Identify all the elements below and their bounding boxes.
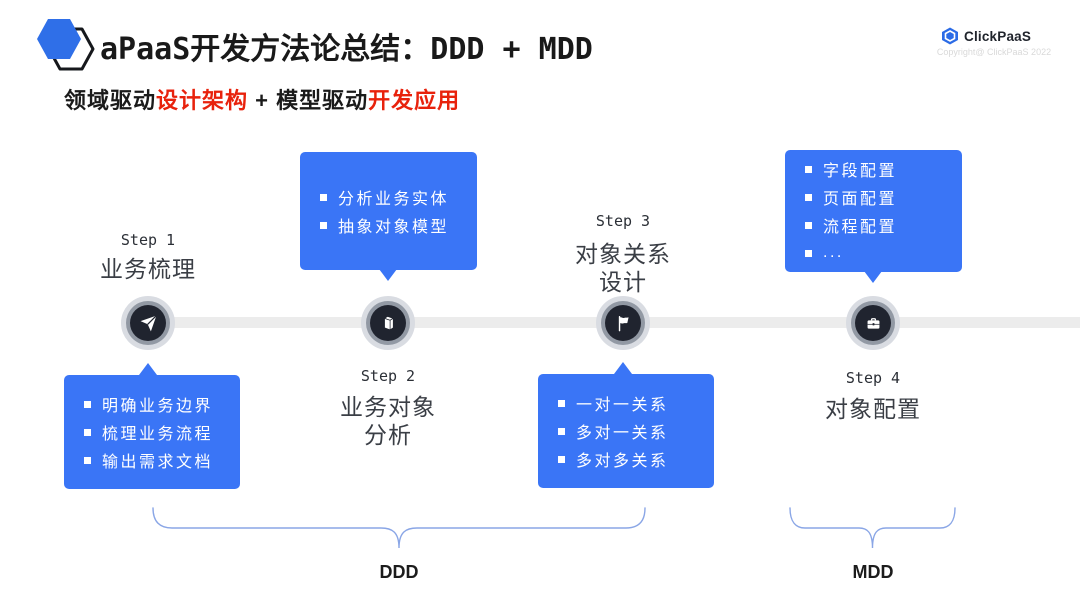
step2-bubble-pointer: [379, 269, 397, 281]
square-bullet-icon: [320, 193, 327, 201]
hexagon-title-icon: [37, 19, 95, 71]
square-bullet-icon: [558, 399, 565, 407]
list-item-text: 流程配置: [823, 219, 898, 236]
list-item-text: 一对一关系: [576, 397, 669, 414]
step3-bubble-pointer: [614, 362, 632, 374]
list-item-text: 多对一关系: [576, 425, 669, 442]
briefcase-icon: [864, 314, 883, 333]
list-item: ...: [805, 239, 962, 267]
square-bullet-icon: [805, 165, 812, 173]
step3-bubble: 一对一关系 多对一关系 多对多关系: [538, 374, 714, 488]
step4-bubble-pointer: [864, 271, 882, 283]
book-icon: [379, 314, 398, 333]
step1-label: Step 1: [120, 231, 176, 249]
square-bullet-icon: [84, 428, 91, 436]
list-item: 多对多关系: [558, 445, 714, 473]
list-item-text: 多对多关系: [576, 453, 669, 470]
copyright-text: Copyright@ ClickPaaS 2022: [936, 47, 1052, 57]
list-item: 输出需求文档: [84, 446, 240, 474]
square-bullet-icon: [805, 221, 812, 229]
subtitle-highlight: 开发应用: [368, 88, 461, 113]
list-item-text: 页面配置: [823, 191, 898, 208]
square-bullet-icon: [84, 456, 91, 464]
subtitle-part: 领域驱动: [64, 88, 157, 113]
page-title: aPaaS开发方法论总结：DDD + MDD: [100, 32, 593, 67]
square-bullet-icon: [558, 427, 565, 435]
list-item-text: 分析业务实体: [338, 191, 450, 208]
mdd-brace: [789, 507, 956, 549]
list-item: 多对一关系: [558, 417, 714, 445]
clickpaas-hexagon-icon: [942, 27, 958, 45]
ddd-brace: [152, 507, 646, 549]
mdd-label: MDD: [852, 562, 894, 582]
list-item: 一对一关系: [558, 389, 714, 417]
square-bullet-icon: [320, 221, 327, 229]
step4-bubble: 字段配置 页面配置 流程配置 ...: [785, 150, 962, 272]
step2-label: Step 2: [360, 367, 416, 385]
square-bullet-icon: [84, 400, 91, 408]
square-bullet-icon: [805, 193, 812, 201]
step4-node: [855, 305, 891, 341]
step2-title: 业务对象: [340, 394, 436, 420]
list-item-text: 字段配置: [823, 163, 898, 180]
flag-icon: [614, 314, 633, 333]
list-item: 分析业务实体: [320, 183, 477, 211]
paper-plane-icon: [139, 314, 158, 333]
list-item: 流程配置: [805, 211, 962, 239]
step1-bubble: 明确业务边界 梳理业务流程 输出需求文档: [64, 375, 240, 489]
list-item-text: 明确业务边界: [102, 398, 214, 415]
list-item: 抽象对象模型: [320, 211, 477, 239]
subtitle-highlight: 设计架构: [156, 88, 249, 113]
list-item: 页面配置: [805, 183, 962, 211]
step2-title-line2: 分析: [364, 422, 412, 448]
step3-title: 对象关系: [575, 241, 671, 267]
step3-node: [605, 305, 641, 341]
list-item: 梳理业务流程: [84, 418, 240, 446]
step3-title-line2: 设计: [599, 269, 647, 295]
square-bullet-icon: [805, 249, 812, 257]
subtitle-part: + 模型驱动: [248, 88, 369, 113]
list-item-text: 梳理业务流程: [102, 426, 214, 443]
ddd-label: DDD: [379, 562, 419, 582]
brand-logo: ClickPaaS: [941, 27, 1031, 45]
step1-title: 业务梳理: [100, 256, 196, 282]
list-item: 明确业务边界: [84, 390, 240, 418]
step4-title: 对象配置: [825, 396, 921, 422]
step4-label: Step 4: [845, 369, 901, 387]
list-item: 字段配置: [805, 155, 962, 183]
brand-name: ClickPaaS: [964, 28, 1032, 44]
step3-label: Step 3: [595, 212, 651, 230]
subtitle: 领域驱动设计架构 + 模型驱动开发应用: [64, 83, 460, 115]
step1-bubble-pointer: [139, 363, 157, 375]
list-item-text: ...: [823, 244, 844, 261]
step1-node: [130, 305, 166, 341]
list-item-text: 抽象对象模型: [338, 219, 450, 236]
step2-bubble: 分析业务实体 抽象对象模型: [300, 152, 477, 270]
list-item-text: 输出需求文档: [102, 454, 214, 471]
step2-node: [370, 305, 406, 341]
square-bullet-icon: [558, 455, 565, 463]
